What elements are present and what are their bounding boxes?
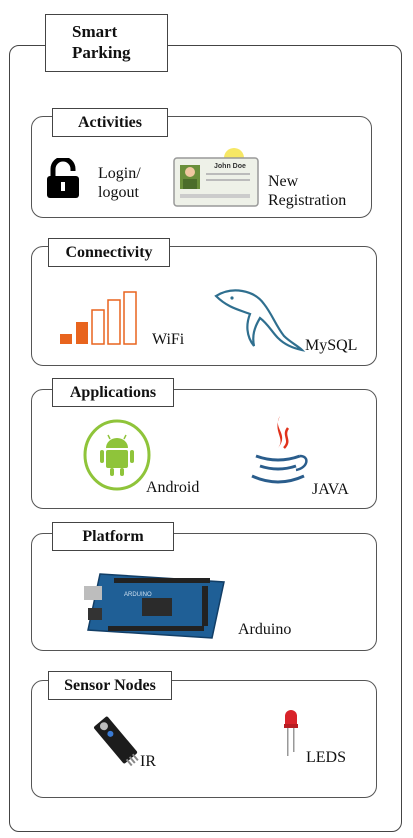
wifi-signal-icon xyxy=(60,291,137,345)
section-label-sensor-nodes: Sensor Nodes xyxy=(48,671,172,700)
section-label-activities: Activities xyxy=(52,108,168,137)
wifi-label: WiFi xyxy=(152,331,185,348)
svg-text:ARDUINO: ARDUINO xyxy=(124,592,152,598)
arduino-board-icon: ARDUINO xyxy=(84,573,225,639)
mysql-dolphin-icon xyxy=(214,289,306,352)
java-label: JAVA xyxy=(312,481,349,498)
id-card-name: John Doe xyxy=(214,163,246,170)
ir-label: IR xyxy=(140,753,156,770)
mysql-label: MySQL xyxy=(305,337,358,354)
leds-label: LEDS xyxy=(306,749,346,766)
lock-icon xyxy=(47,158,79,198)
arduino-label: Arduino xyxy=(238,621,292,638)
led-icon xyxy=(284,710,298,756)
android-label: Android xyxy=(146,479,200,496)
android-icon xyxy=(83,419,151,491)
section-label-platform: Platform xyxy=(52,522,174,551)
section-label-applications: Applications xyxy=(52,378,174,407)
java-icon xyxy=(251,416,308,484)
section-label-connectivity: Connectivity xyxy=(48,238,170,267)
diagram-frame xyxy=(9,45,402,832)
ir-sensor-icon xyxy=(94,716,139,767)
id-card-icon: John Doe xyxy=(173,148,259,207)
section-applications xyxy=(31,389,377,509)
new-registration-label: New Registration xyxy=(268,173,347,209)
login-logout-label: Login/ logout xyxy=(98,165,141,201)
